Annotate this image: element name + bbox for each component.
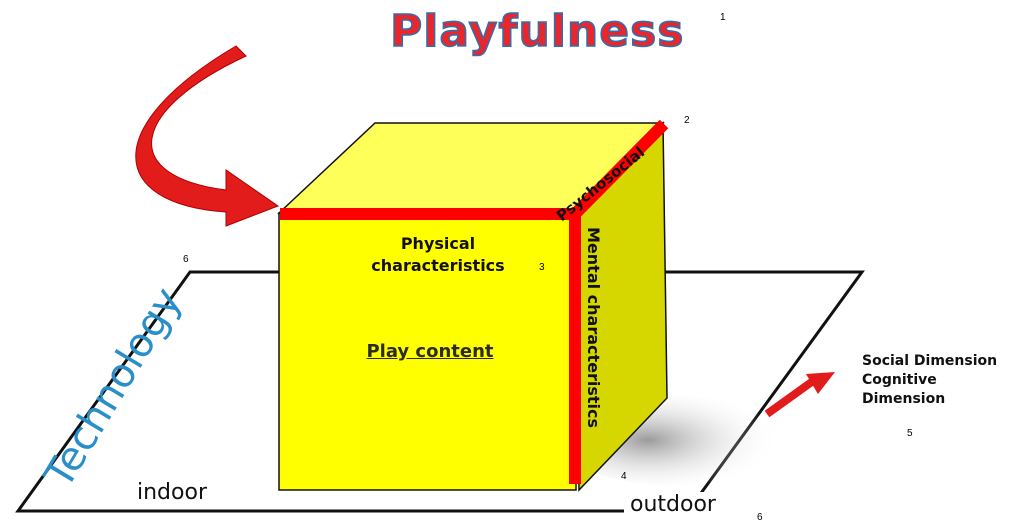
indoor-label: indoor [131, 480, 213, 505]
outdoor-label: outdoor [624, 492, 722, 517]
dimension-arrow [764, 372, 835, 418]
red-edge-top-right [570, 119, 669, 219]
footnote-number: 1 [720, 12, 726, 23]
physical-label-line1: Physical [400, 234, 476, 253]
cognitive-text: Cognitive [862, 372, 937, 388]
footnote-number: 5 [907, 428, 913, 439]
dimension-text: Dimension [862, 391, 946, 407]
mental-characteristics-label: Mental characteristics [584, 227, 603, 429]
curved-arrow [135, 45, 280, 227]
social-dimension-text: Social Dimension [862, 353, 998, 369]
footnote-number: 2 [684, 115, 690, 126]
dimensions-label: Social Dimension Cognitive Dimension [862, 352, 1028, 409]
physical-label-line2: characteristics [371, 256, 505, 275]
physical-characteristics-label: Physical characteristics [340, 233, 536, 277]
footnote-number: 4 [621, 471, 627, 482]
cube-front-face [278, 212, 577, 491]
footnote-number: 3 [539, 262, 545, 273]
footnote-number: 6 [757, 512, 763, 523]
play-content-label: Play content [366, 341, 494, 362]
footnote-number: 6 [183, 254, 189, 265]
playfulness-title: Playfulness [389, 5, 685, 58]
